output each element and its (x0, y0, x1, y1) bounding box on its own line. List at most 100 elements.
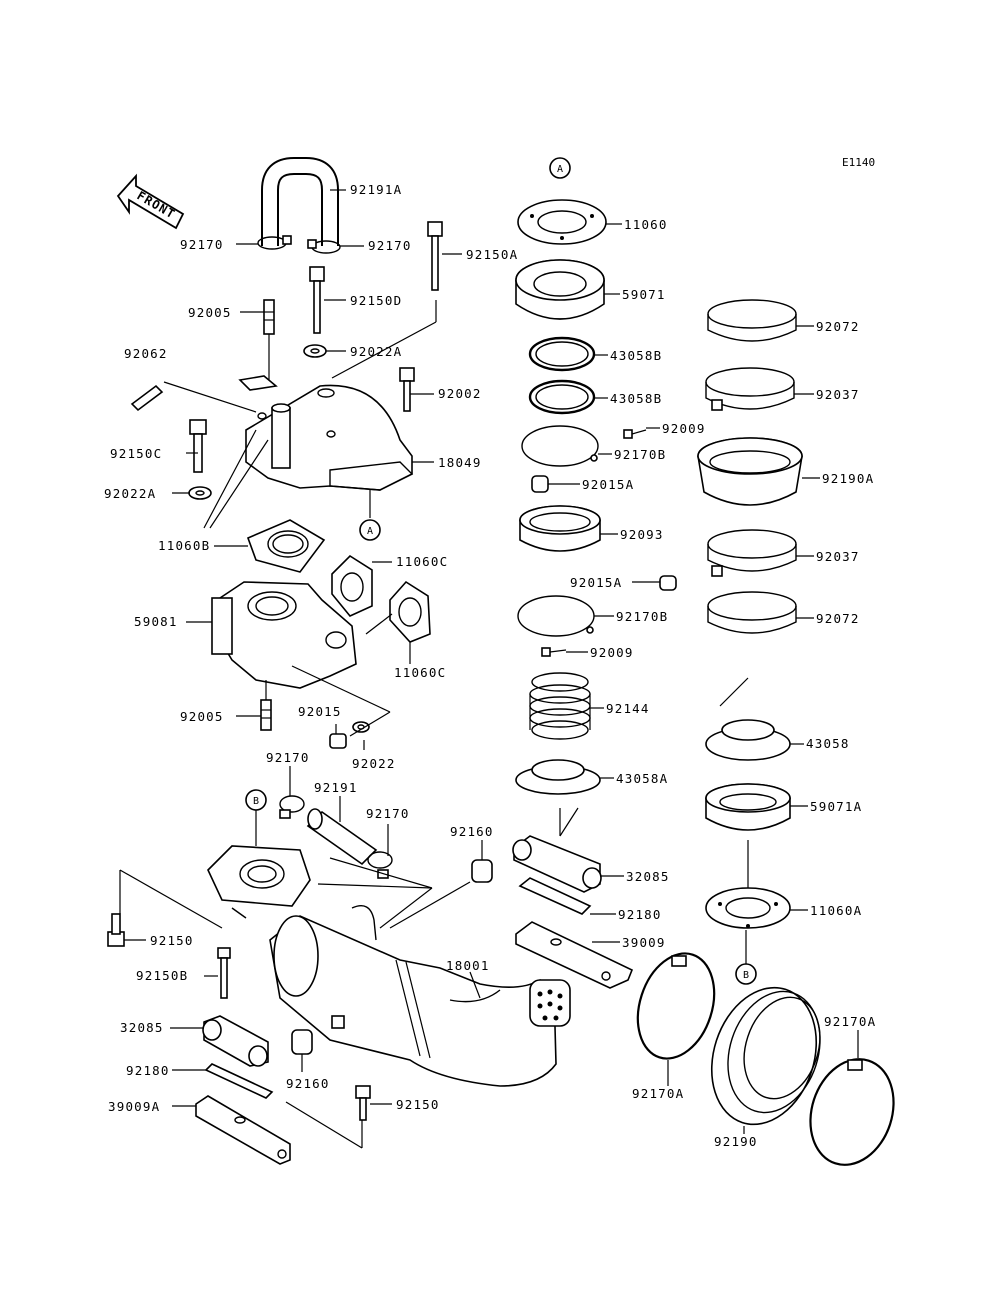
label-92150B: 92150B (136, 968, 188, 983)
diagram-code: E1140 (842, 156, 875, 169)
label-59071A: 59071A (810, 799, 862, 814)
label-92093: 92093 (620, 527, 664, 542)
label-92005-bottom: 92005 (180, 709, 224, 724)
seat-43058 (705, 719, 791, 761)
nut-92015A-1 (531, 475, 549, 493)
bolt-92150D (309, 266, 325, 334)
shim-92180-left (204, 1063, 274, 1099)
callout-a-left: A (359, 519, 381, 541)
washer-92022A-top (303, 344, 327, 358)
label-11060B: 11060B (158, 538, 210, 553)
clamp-92037-top (705, 367, 795, 411)
label-39009A: 39009A (108, 1099, 160, 1114)
label-92037-top: 92037 (816, 387, 860, 402)
callout-b-right-label: B (743, 970, 749, 981)
muffler-18001 (231, 905, 571, 1087)
label-92180-right: 92180 (618, 907, 662, 922)
bracket-39009 (515, 921, 634, 989)
circlip-92170B-2 (517, 595, 595, 637)
nut-92015 (329, 733, 347, 749)
band-92072-top (707, 299, 797, 342)
front-arrow-icon: FRONT (116, 173, 185, 230)
washer-92022A-left (188, 486, 212, 500)
label-92072-bottom: 92072 (816, 611, 860, 626)
label-11060A: 11060A (810, 903, 862, 918)
label-43058B-2: 43058B (610, 391, 662, 406)
shim-92180-right (518, 877, 592, 915)
bolt-92002 (399, 367, 415, 412)
label-92005-top: 92005 (188, 305, 232, 320)
label-92009-top: 92009 (662, 421, 706, 436)
bolt-92150C (189, 419, 207, 473)
label-92150D: 92150D (350, 293, 402, 308)
label-43058: 43058 (806, 736, 850, 751)
boot-92190 (710, 986, 821, 1126)
label-92170B-2: 92170B (616, 609, 668, 624)
gasket-11060C-top (331, 554, 373, 617)
bolt-92150A (427, 221, 443, 291)
label-92022: 92022 (352, 756, 396, 771)
label-92022A-top: 92022A (350, 344, 402, 359)
label-92015A-1: 92015A (582, 477, 634, 492)
plate-11060A (705, 887, 791, 929)
seat-43058A (515, 759, 601, 795)
hose-clamp-left (257, 235, 292, 250)
exhaust-manifold-59081 (211, 581, 357, 689)
label-92150C: 92150C (110, 446, 162, 461)
screw-92009-top (623, 429, 647, 439)
hose-clamp-right (307, 239, 341, 254)
nut-92015A-2 (659, 575, 677, 591)
clamp-92170A-right (809, 1058, 895, 1166)
label-92170-mid: 92170 (266, 750, 310, 765)
label-92191: 92191 (314, 780, 358, 795)
callout-a-top: A (549, 157, 571, 179)
hose-92191 (306, 808, 378, 866)
callout-a-top-label: A (557, 164, 563, 175)
band-92072-bottom (707, 591, 797, 634)
label-11060: 11060 (624, 217, 668, 232)
gasket-11060B (246, 519, 326, 573)
bolt-92150B (217, 947, 231, 999)
callout-b-left: B (245, 789, 267, 811)
callout-b-right: B (735, 963, 757, 985)
label-92170B-1: 92170B (614, 447, 666, 462)
nipple-92005-top (263, 299, 275, 335)
bolt-92150-bottom (355, 1085, 371, 1121)
label-92170A-right: 92170A (824, 1014, 876, 1029)
label-92022A-left: 92022A (104, 486, 156, 501)
bolt-92150 (107, 913, 125, 947)
ring-43058B-2 (528, 379, 596, 415)
label-32085-left: 32085 (120, 1020, 164, 1035)
gasket-11060C-bottom (389, 580, 431, 643)
flange-plate (207, 845, 311, 907)
label-11060C-bottom: 11060C (394, 665, 446, 680)
plate-11060 (517, 199, 607, 245)
label-92170A-left: 92170A (632, 1086, 684, 1101)
bracket-32085-left (202, 1015, 269, 1067)
label-92015A-2: 92015A (570, 575, 622, 590)
label-92160-bottom: 92160 (286, 1076, 330, 1091)
washer-92022 (352, 721, 370, 733)
callout-a-left-label: A (367, 526, 373, 537)
label-32085-right: 32085 (626, 869, 670, 884)
elbow-housing-18049 (238, 375, 414, 491)
label-43058B-1: 43058B (610, 348, 662, 363)
nipple-92005-bottom (260, 699, 272, 731)
label-92191A: 92191A (350, 182, 402, 197)
label-92170-mid2: 92170 (366, 806, 410, 821)
label-92190: 92190 (714, 1134, 758, 1149)
leader-lines (119, 189, 859, 1149)
clamp-92037-bottom (707, 529, 797, 577)
bearing-59071 (515, 259, 605, 320)
label-92150-bottom: 92150 (396, 1097, 440, 1112)
label-43058A: 43058A (616, 771, 668, 786)
label-92180-left: 92180 (126, 1063, 170, 1078)
pin-92062 (130, 384, 164, 412)
label-92150: 92150 (150, 933, 194, 948)
label-18001: 18001 (446, 958, 490, 973)
boot-92190A (697, 437, 803, 506)
label-92002: 92002 (438, 386, 482, 401)
collar-92160-bottom (291, 1029, 313, 1055)
callout-b-left-label: B (253, 796, 259, 807)
